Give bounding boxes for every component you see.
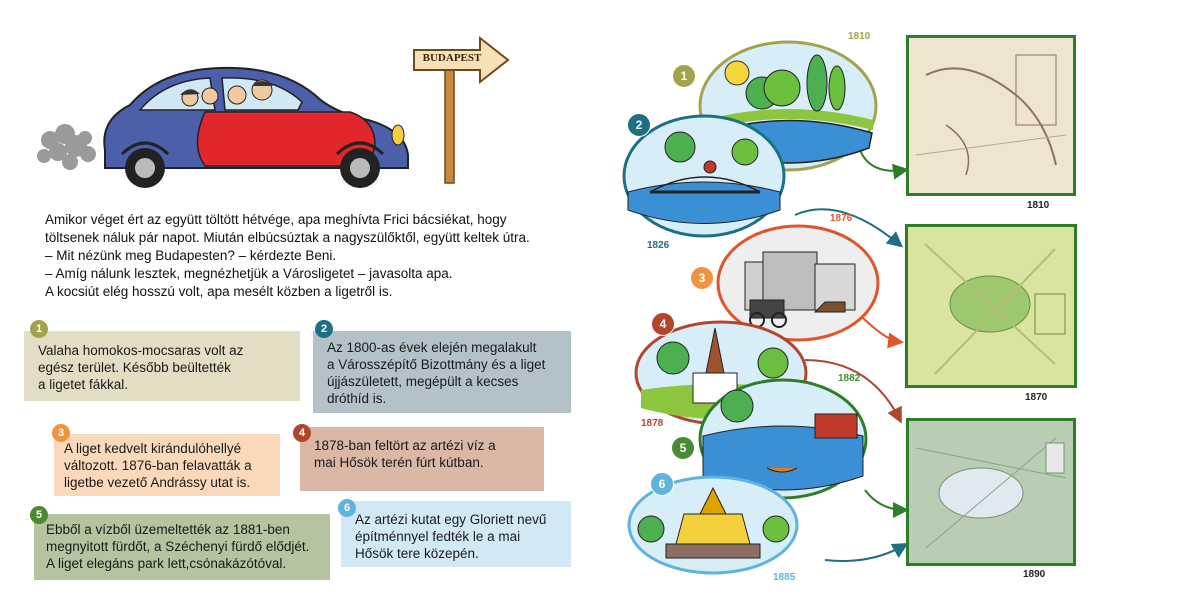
info-box-3: A liget kedvelt kirándulóhellyé változot… (54, 434, 280, 496)
map-year: 1810 (1027, 200, 1050, 211)
scene-year: 1810 (848, 31, 871, 42)
scene-number-badge: 2 (627, 113, 651, 137)
box-line: Az 1800-as évek elején megalakult (327, 340, 537, 355)
scene-year: 1885 (773, 572, 796, 583)
box-line: A liget kedvelt kirándulóhellyé (64, 441, 242, 456)
scene-6-illustration (627, 475, 799, 575)
map-1810 (906, 35, 1076, 196)
scene-year: 1878 (641, 418, 664, 429)
scene-year: 1876 (830, 213, 853, 224)
box-line: dróthíd is. (327, 391, 387, 406)
budapest-signpost (413, 35, 510, 184)
box-number-badge: 1 (30, 320, 48, 338)
info-box-2: Az 1800-as évek elején megalakult a Váro… (313, 331, 571, 413)
scene-number-badge: 4 (651, 312, 675, 336)
scene-number-badge: 1 (672, 64, 696, 88)
info-box-6: Az artézi kutat egy Gloriett nevű építmé… (341, 501, 571, 567)
box-line: megnyitott fürdőt, a Széchenyi fürdő elő… (46, 539, 310, 554)
box-line: Valaha homokos-mocsaras volt az (38, 343, 244, 358)
box-line: egész terület. Később beültették (38, 360, 231, 375)
scene-number-badge: 6 (650, 472, 674, 496)
info-box-1: Valaha homokos-mocsaras volt az egész te… (24, 331, 300, 401)
car-illustration (37, 66, 409, 188)
scene-year: 1882 (838, 373, 861, 384)
story-line: töltsenek náluk pár napot. Miután elbúcs… (45, 230, 530, 245)
box-line: ligetbe vezető Andrássy utat is. (64, 475, 251, 490)
box-number-badge: 3 (52, 424, 70, 442)
box-line: újjászületett, megépült a kecses (327, 374, 519, 389)
box-line: mai Hősök terén fúrt kútban. (314, 455, 484, 470)
scene-2-illustration (622, 114, 786, 238)
box-line: Ebből a vízből üzemeltették az 1881-ben (46, 522, 290, 537)
map-1870 (905, 224, 1077, 388)
timeline-arrows (794, 149, 909, 562)
box-number-badge: 6 (338, 499, 356, 517)
box-number-badge: 2 (315, 320, 333, 338)
scene-year: 1826 (647, 240, 670, 251)
box-line: Az artézi kutat egy Gloriett nevű (355, 512, 547, 527)
map-year: 1870 (1025, 392, 1048, 403)
box-line: A liget elegáns park lett,csónakázótóval… (46, 556, 287, 571)
map-1890 (906, 418, 1076, 566)
box-line: a Városszépítő Bizottmány és a liget (327, 357, 546, 372)
story-line: – Mit nézünk meg Budapesten? – kérdezte … (45, 248, 337, 263)
scene-number-badge: 3 (690, 266, 714, 290)
story-line: A kocsiút elég hosszú volt, apa mesélt k… (45, 284, 393, 299)
info-box-4: 1878-ban feltört az artézi víz a mai Hős… (300, 427, 544, 491)
scene-5-illustration (698, 378, 868, 500)
story-line: Amikor véget ért az együtt töltött hétvé… (45, 212, 507, 227)
box-line: Hősök tere közepén. (355, 546, 479, 561)
scene-number-badge: 5 (671, 436, 695, 460)
story-text: Amikor véget ért az együtt töltött hétvé… (45, 211, 585, 301)
box-line: a ligetet fákkal. (38, 377, 129, 392)
sign-label: BUDAPEST (422, 52, 482, 64)
box-line: 1878-ban feltört az artézi víz a (314, 438, 496, 453)
info-box-5: Ebből a vízből üzemeltették az 1881-ben … (34, 514, 330, 580)
box-line: változott. 1876-ban felavatták a (64, 458, 252, 473)
box-number-badge: 5 (30, 506, 48, 524)
scene-3-illustration (716, 224, 880, 342)
map-year: 1890 (1023, 569, 1046, 580)
story-line: – Amíg nálunk lesztek, megnézhetjük a Vá… (45, 266, 453, 281)
box-line: építménnyel fedték le a mai (355, 529, 521, 544)
exhaust-smoke (37, 124, 96, 170)
box-number-badge: 4 (293, 424, 311, 442)
